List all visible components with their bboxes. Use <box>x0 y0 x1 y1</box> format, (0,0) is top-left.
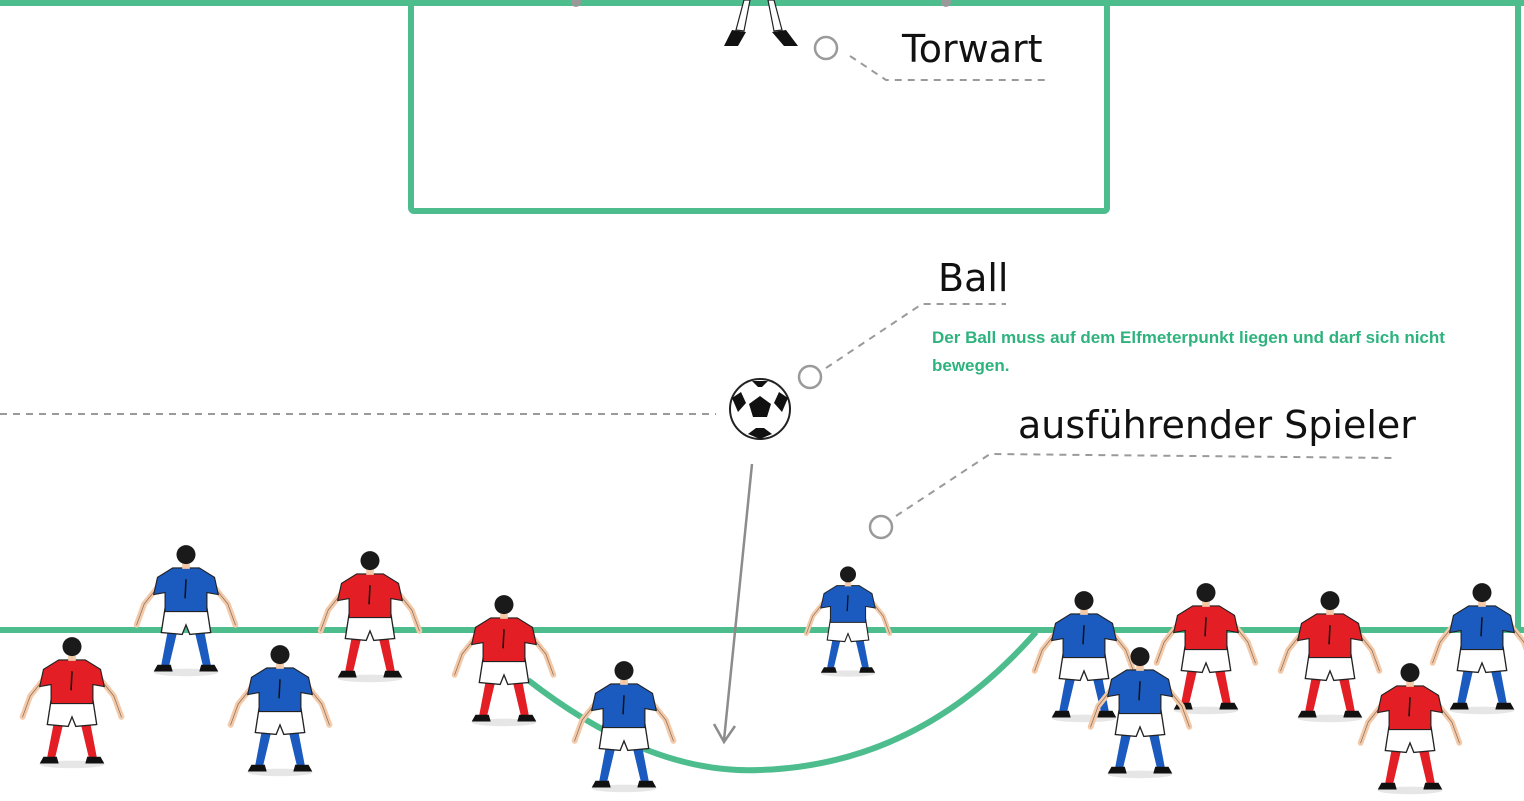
player-blue-3 <box>575 661 674 792</box>
kick-direction-arrow <box>712 463 754 745</box>
players-group <box>23 545 1524 794</box>
kicker-marker-icon <box>868 514 894 540</box>
goalkeeper-leader-line <box>849 55 1050 81</box>
player-red-1 <box>23 637 122 768</box>
player-blue-2 <box>231 645 330 776</box>
ball-note: Der Ball muss auf dem Elfmeterpunkt lieg… <box>932 328 1445 375</box>
goalkeeper-figure <box>571 0 951 46</box>
kicker-label: ausführender Spieler <box>1018 403 1416 447</box>
player-red-3 <box>455 595 554 726</box>
goalkeeper-marker-icon <box>813 35 839 61</box>
player-red-2 <box>321 551 420 682</box>
leader-lines <box>0 55 1393 517</box>
player-blue-kicker <box>806 566 889 676</box>
goalkeeper-label: Torwart <box>902 27 1043 71</box>
player-blue-6 <box>1433 583 1524 714</box>
player-red-6 <box>1361 663 1460 794</box>
player-blue-1 <box>137 545 236 676</box>
soccer-ball-icon <box>729 378 791 440</box>
kicker-leader-line <box>895 452 1393 517</box>
goal-area <box>408 0 1110 214</box>
player-red-5 <box>1281 591 1380 722</box>
ball-marker-icon <box>797 364 823 390</box>
ball-leader-line <box>825 303 1006 369</box>
ball-label: Ball <box>938 256 1009 300</box>
